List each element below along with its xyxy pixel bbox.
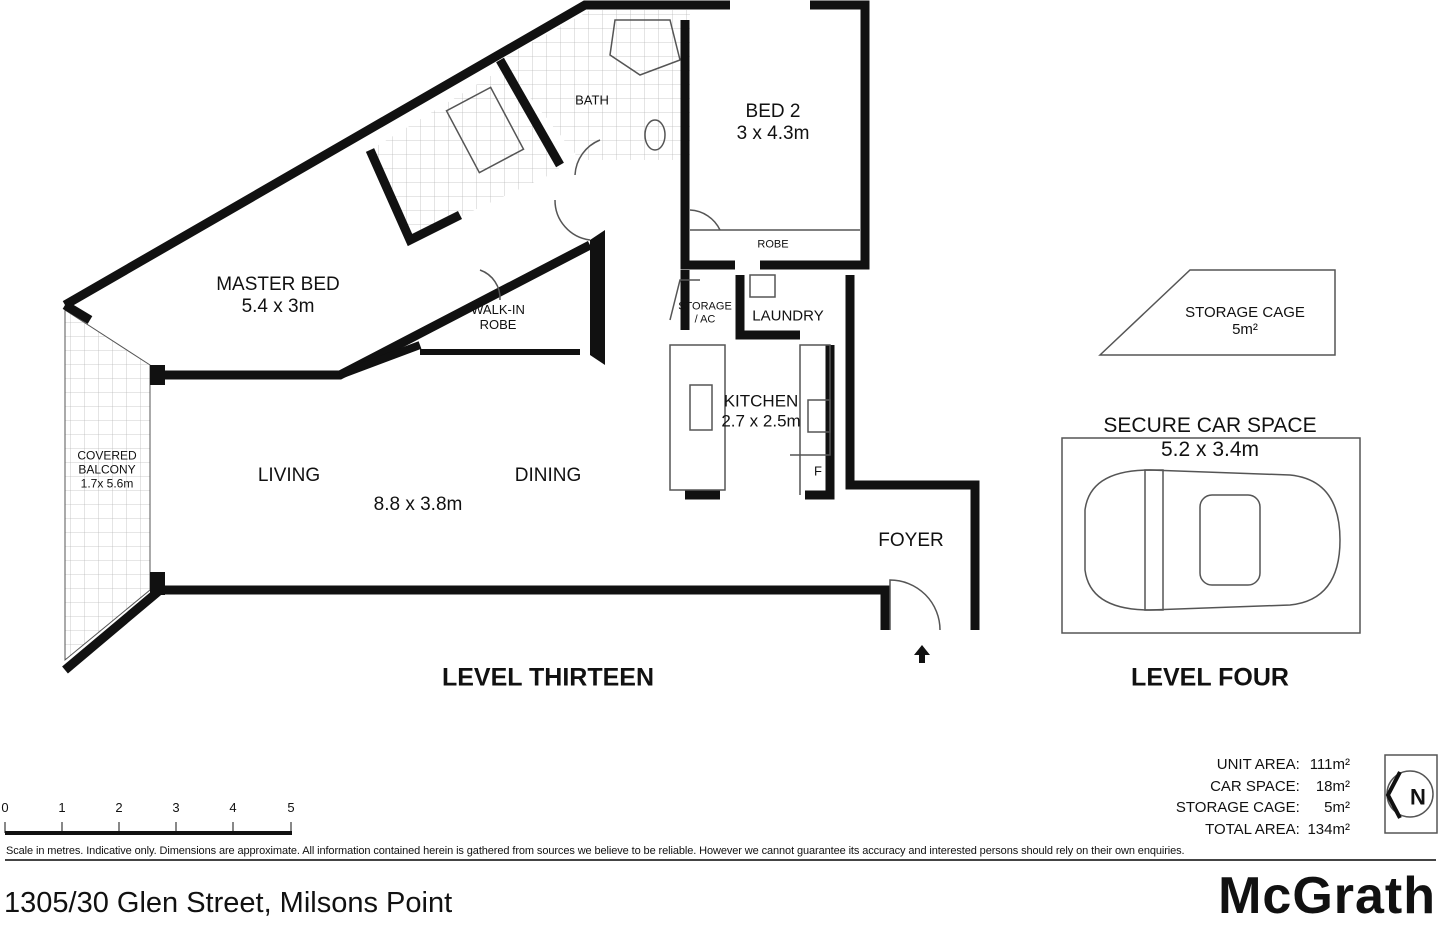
room-foyer: FOYER: [878, 530, 944, 552]
bath-tiles: [500, 10, 690, 160]
fixtures: [445, 19, 1438, 834]
area-label: CAR SPACE:: [1210, 777, 1300, 795]
ensuite-tiles: [370, 70, 560, 240]
room-size: 5.4 x 3m: [241, 296, 315, 317]
area-row: UNIT AREA: 111m²: [1150, 754, 1350, 776]
room-name: BED 2: [745, 101, 801, 123]
area-label: STORAGE CAGE:: [1175, 799, 1300, 816]
north-label: N: [1410, 784, 1426, 810]
room-name: STORAGE CAGE: [1185, 303, 1305, 321]
room-name: SECURE CAR SPACE: [1103, 413, 1317, 437]
brand-logo: McGrath: [1218, 867, 1436, 925]
scale-tick-label: 5: [287, 800, 295, 815]
area-value: 134m²: [1307, 820, 1350, 838]
scale-tick-label: 2: [115, 800, 123, 815]
area-row: STORAGE CAGE: 5m²: [1150, 797, 1350, 819]
area-label: TOTAL AREA:: [1205, 820, 1300, 838]
living-dining-size: 8.8 x 3.8m: [373, 494, 463, 516]
disclaimer: Scale in metres. Indicative only. Dimens…: [6, 845, 1185, 857]
room-name: STORAGE: [678, 300, 732, 313]
fridge-label: F: [814, 463, 822, 479]
entry-arrow-icon: [914, 645, 930, 663]
room-name: KITCHEN: [723, 391, 799, 411]
room-size: 5m²: [1232, 321, 1258, 338]
scale-bar: [4, 822, 292, 835]
room-storage-ac: STORAGE/ AC: [678, 300, 732, 325]
area-row: CAR SPACE: 18m²: [1150, 776, 1350, 798]
room-bath: BATH: [575, 92, 609, 108]
room-name: WALK-IN: [471, 302, 525, 318]
area-label: UNIT AREA:: [1216, 756, 1300, 773]
room-laundry: LAUNDRY: [752, 307, 824, 325]
area-summary: UNIT AREA: 111m² CAR SPACE: 18m² STORAGE…: [1150, 754, 1350, 840]
area-row: TOTAL AREA: 134m²: [1150, 819, 1350, 841]
area-value: 111m²: [1309, 756, 1350, 773]
room-name: / AC: [694, 313, 716, 325]
wall-column: [150, 572, 165, 595]
wall-column: [590, 230, 605, 365]
north-arrow-icon: [1385, 771, 1402, 819]
level-thirteen-label: LEVEL THIRTEEN: [441, 663, 655, 692]
room-robe: ROBE: [757, 238, 789, 251]
room-living: LIVING: [257, 465, 321, 487]
room-dining: DINING: [514, 465, 582, 487]
room-name: COVERED: [77, 448, 137, 463]
room-size: 2.7 x 2.5m: [721, 411, 801, 430]
room-name: ROBE: [479, 317, 517, 332]
area-value: 18m²: [1315, 777, 1350, 795]
room-size: 3 x 4.3m: [736, 123, 810, 144]
scale-tick-label: 3: [172, 800, 180, 815]
room-size: 5.2 x 3.4m: [1160, 438, 1260, 461]
scale-tick-label: 0: [1, 800, 9, 815]
room-name: BALCONY: [78, 462, 136, 477]
wall-column: [150, 365, 165, 385]
level-four-label: LEVEL FOUR: [1131, 663, 1289, 692]
area-value: 5m²: [1324, 799, 1350, 816]
scale-tick-label: 1: [58, 800, 66, 815]
room-size: 1.7x 5.6m: [80, 475, 134, 490]
scale-tick-label: 4: [229, 800, 237, 815]
property-address: 1305/30 Glen Street, Milsons Point: [4, 887, 453, 919]
room-name: MASTER BED: [216, 274, 340, 296]
